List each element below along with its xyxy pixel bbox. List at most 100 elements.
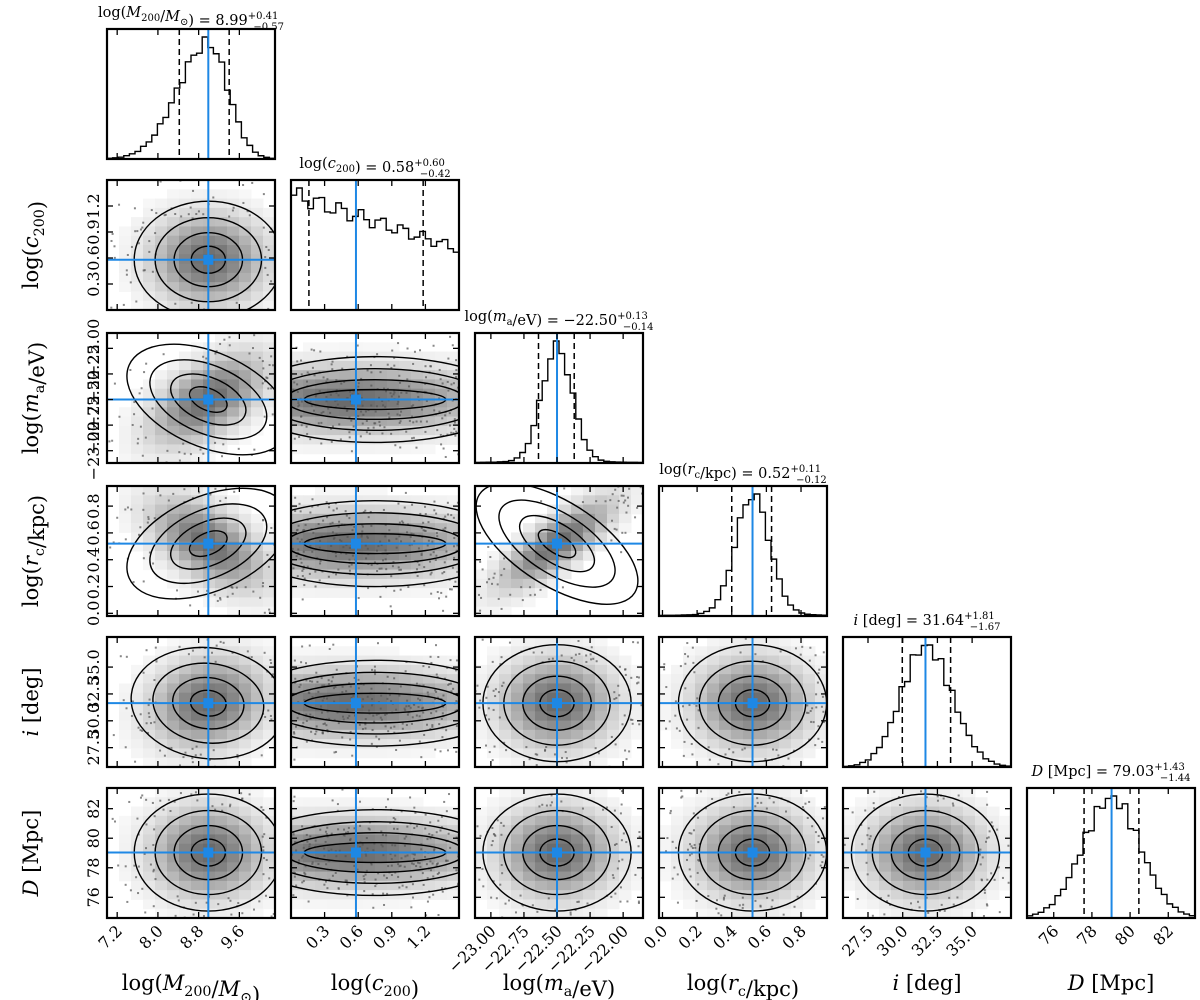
truth-marker bbox=[203, 847, 214, 858]
contour-level bbox=[291, 368, 459, 432]
truth-marker bbox=[552, 538, 563, 549]
truth-marker bbox=[203, 538, 214, 549]
histogram-panel-logma: log(ma/eV) = −22.50+0.13−0.14 bbox=[465, 309, 653, 465]
y-axis-label: D [Mpc] bbox=[19, 810, 43, 898]
panel-frame bbox=[289, 635, 461, 769]
contour-level bbox=[291, 671, 459, 735]
contour-level bbox=[152, 662, 265, 744]
x-axis-label: i [deg] bbox=[892, 971, 961, 995]
panel-frame bbox=[657, 484, 829, 618]
contour-level bbox=[126, 343, 275, 456]
x-tick-label: 0.4 bbox=[709, 921, 740, 952]
x-tick-label: 9.6 bbox=[217, 921, 248, 952]
x-axis-label: D [Mpc] bbox=[1067, 971, 1155, 995]
density-panel-logrc-vs-logM200 bbox=[105, 484, 277, 618]
y-tick-label: 0.6 bbox=[84, 245, 103, 270]
contour-level bbox=[291, 355, 459, 444]
y-tick-label: 82 bbox=[84, 799, 103, 819]
density-panel-logrc-vs-logc200 bbox=[289, 484, 461, 618]
contour-level bbox=[291, 832, 459, 874]
density-panel-logma-vs-logc200 bbox=[289, 331, 461, 465]
scatter-points bbox=[475, 486, 643, 612]
density-panel-D-vs-logM200 bbox=[105, 786, 277, 920]
panel-frame bbox=[105, 178, 277, 312]
panel-frame bbox=[841, 635, 1013, 769]
x-axis-label: log(ma/eV) bbox=[503, 971, 615, 1000]
truth-marker bbox=[350, 394, 361, 405]
panel-frame bbox=[105, 484, 277, 618]
density-panel-D-vs-logrc bbox=[657, 786, 829, 920]
panel-frame bbox=[289, 331, 461, 465]
histogram-steps bbox=[843, 644, 1011, 767]
panel-frame bbox=[473, 331, 645, 465]
histogram-steps bbox=[107, 36, 275, 159]
truth-marker bbox=[552, 847, 563, 858]
density-panel-logrc-vs-logma bbox=[473, 484, 645, 618]
x-tick-label: 32.5 bbox=[908, 921, 947, 960]
contour-level bbox=[291, 512, 459, 576]
density-panel-D-vs-logc200 bbox=[289, 786, 461, 920]
contour-level bbox=[291, 808, 459, 897]
x-tick-label: 1.2 bbox=[403, 921, 434, 952]
contour-level bbox=[149, 503, 268, 585]
x-tick-label: 7.2 bbox=[95, 921, 126, 952]
panel-title: log(M200/M⊙) = 8.99+0.41−0.57 bbox=[98, 5, 284, 33]
x-tick-label: 78 bbox=[1073, 921, 1101, 949]
x-tick-label: 0.3 bbox=[302, 921, 333, 952]
y-tick-label: 0.2 bbox=[84, 574, 103, 599]
panel-title: log(c200) = 0.58+0.60−0.42 bbox=[299, 156, 450, 180]
contour-level bbox=[170, 517, 247, 570]
y-tick-label: 0.3 bbox=[84, 271, 103, 296]
scatter-points bbox=[291, 491, 459, 612]
truth-marker bbox=[203, 254, 214, 265]
panel-frame bbox=[105, 786, 277, 920]
truth-marker bbox=[747, 698, 758, 709]
x-tick-label: 35.0 bbox=[942, 921, 981, 960]
histogram-panel-i: i [deg] = 31.64+1.81−1.67 bbox=[841, 611, 1013, 769]
truth-marker bbox=[350, 698, 361, 709]
scatter-points bbox=[665, 788, 827, 918]
x-tick-label: 82 bbox=[1149, 921, 1177, 949]
scatter-points bbox=[659, 637, 827, 767]
y-axis-label: log(ma/eV) bbox=[19, 342, 49, 454]
contour-level bbox=[149, 359, 268, 440]
y-tick-label: −22.50 bbox=[84, 370, 103, 429]
density-panel-D-vs-i bbox=[841, 786, 1013, 920]
y-tick-label: −22.00 bbox=[84, 319, 103, 378]
x-tick-label: 27.5 bbox=[838, 921, 877, 960]
x-tick-label: 8.8 bbox=[176, 921, 207, 952]
contour-level bbox=[170, 373, 247, 426]
contour-level bbox=[291, 379, 459, 421]
contour-level bbox=[291, 682, 459, 724]
y-axis-label: log(rc/kpc) bbox=[19, 495, 49, 607]
contour-level bbox=[291, 523, 459, 565]
density-panel-i-vs-logrc bbox=[657, 635, 829, 769]
scatter-points bbox=[292, 333, 459, 458]
y-tick-label: −22.25 bbox=[84, 344, 103, 403]
contour-level bbox=[498, 499, 616, 588]
x-tick-label: 0.9 bbox=[369, 921, 400, 952]
contour-level bbox=[188, 386, 228, 414]
panel-title: i [deg] = 31.64+1.81−1.67 bbox=[854, 611, 1001, 633]
panel-frame bbox=[473, 635, 645, 769]
histogram-panel-D: D [Mpc] = 79.03+1.43−1.44 bbox=[1025, 762, 1197, 920]
contour-level bbox=[291, 659, 459, 747]
truth-marker bbox=[747, 847, 758, 858]
panel-title: log(rc/kpc) = 0.52+0.11−0.12 bbox=[659, 462, 827, 486]
y-tick-label: 80 bbox=[84, 828, 103, 848]
contour-level bbox=[130, 646, 275, 760]
y-axis-label: log(c200) bbox=[19, 201, 49, 289]
x-tick-label: 80 bbox=[1111, 921, 1139, 949]
panel-frame bbox=[105, 27, 277, 161]
x-tick-label: 8.0 bbox=[135, 921, 166, 952]
y-tick-label: 78 bbox=[84, 858, 103, 878]
contour-level bbox=[475, 486, 639, 605]
truth-marker bbox=[552, 698, 563, 709]
truth-marker bbox=[350, 847, 361, 858]
x-tick-label: 0.6 bbox=[744, 921, 775, 952]
y-tick-label: 32.5 bbox=[84, 676, 103, 712]
density-panel-logma-vs-logM200 bbox=[105, 331, 277, 465]
y-axis-label: i [deg] bbox=[19, 667, 43, 736]
contour-level bbox=[291, 821, 459, 885]
